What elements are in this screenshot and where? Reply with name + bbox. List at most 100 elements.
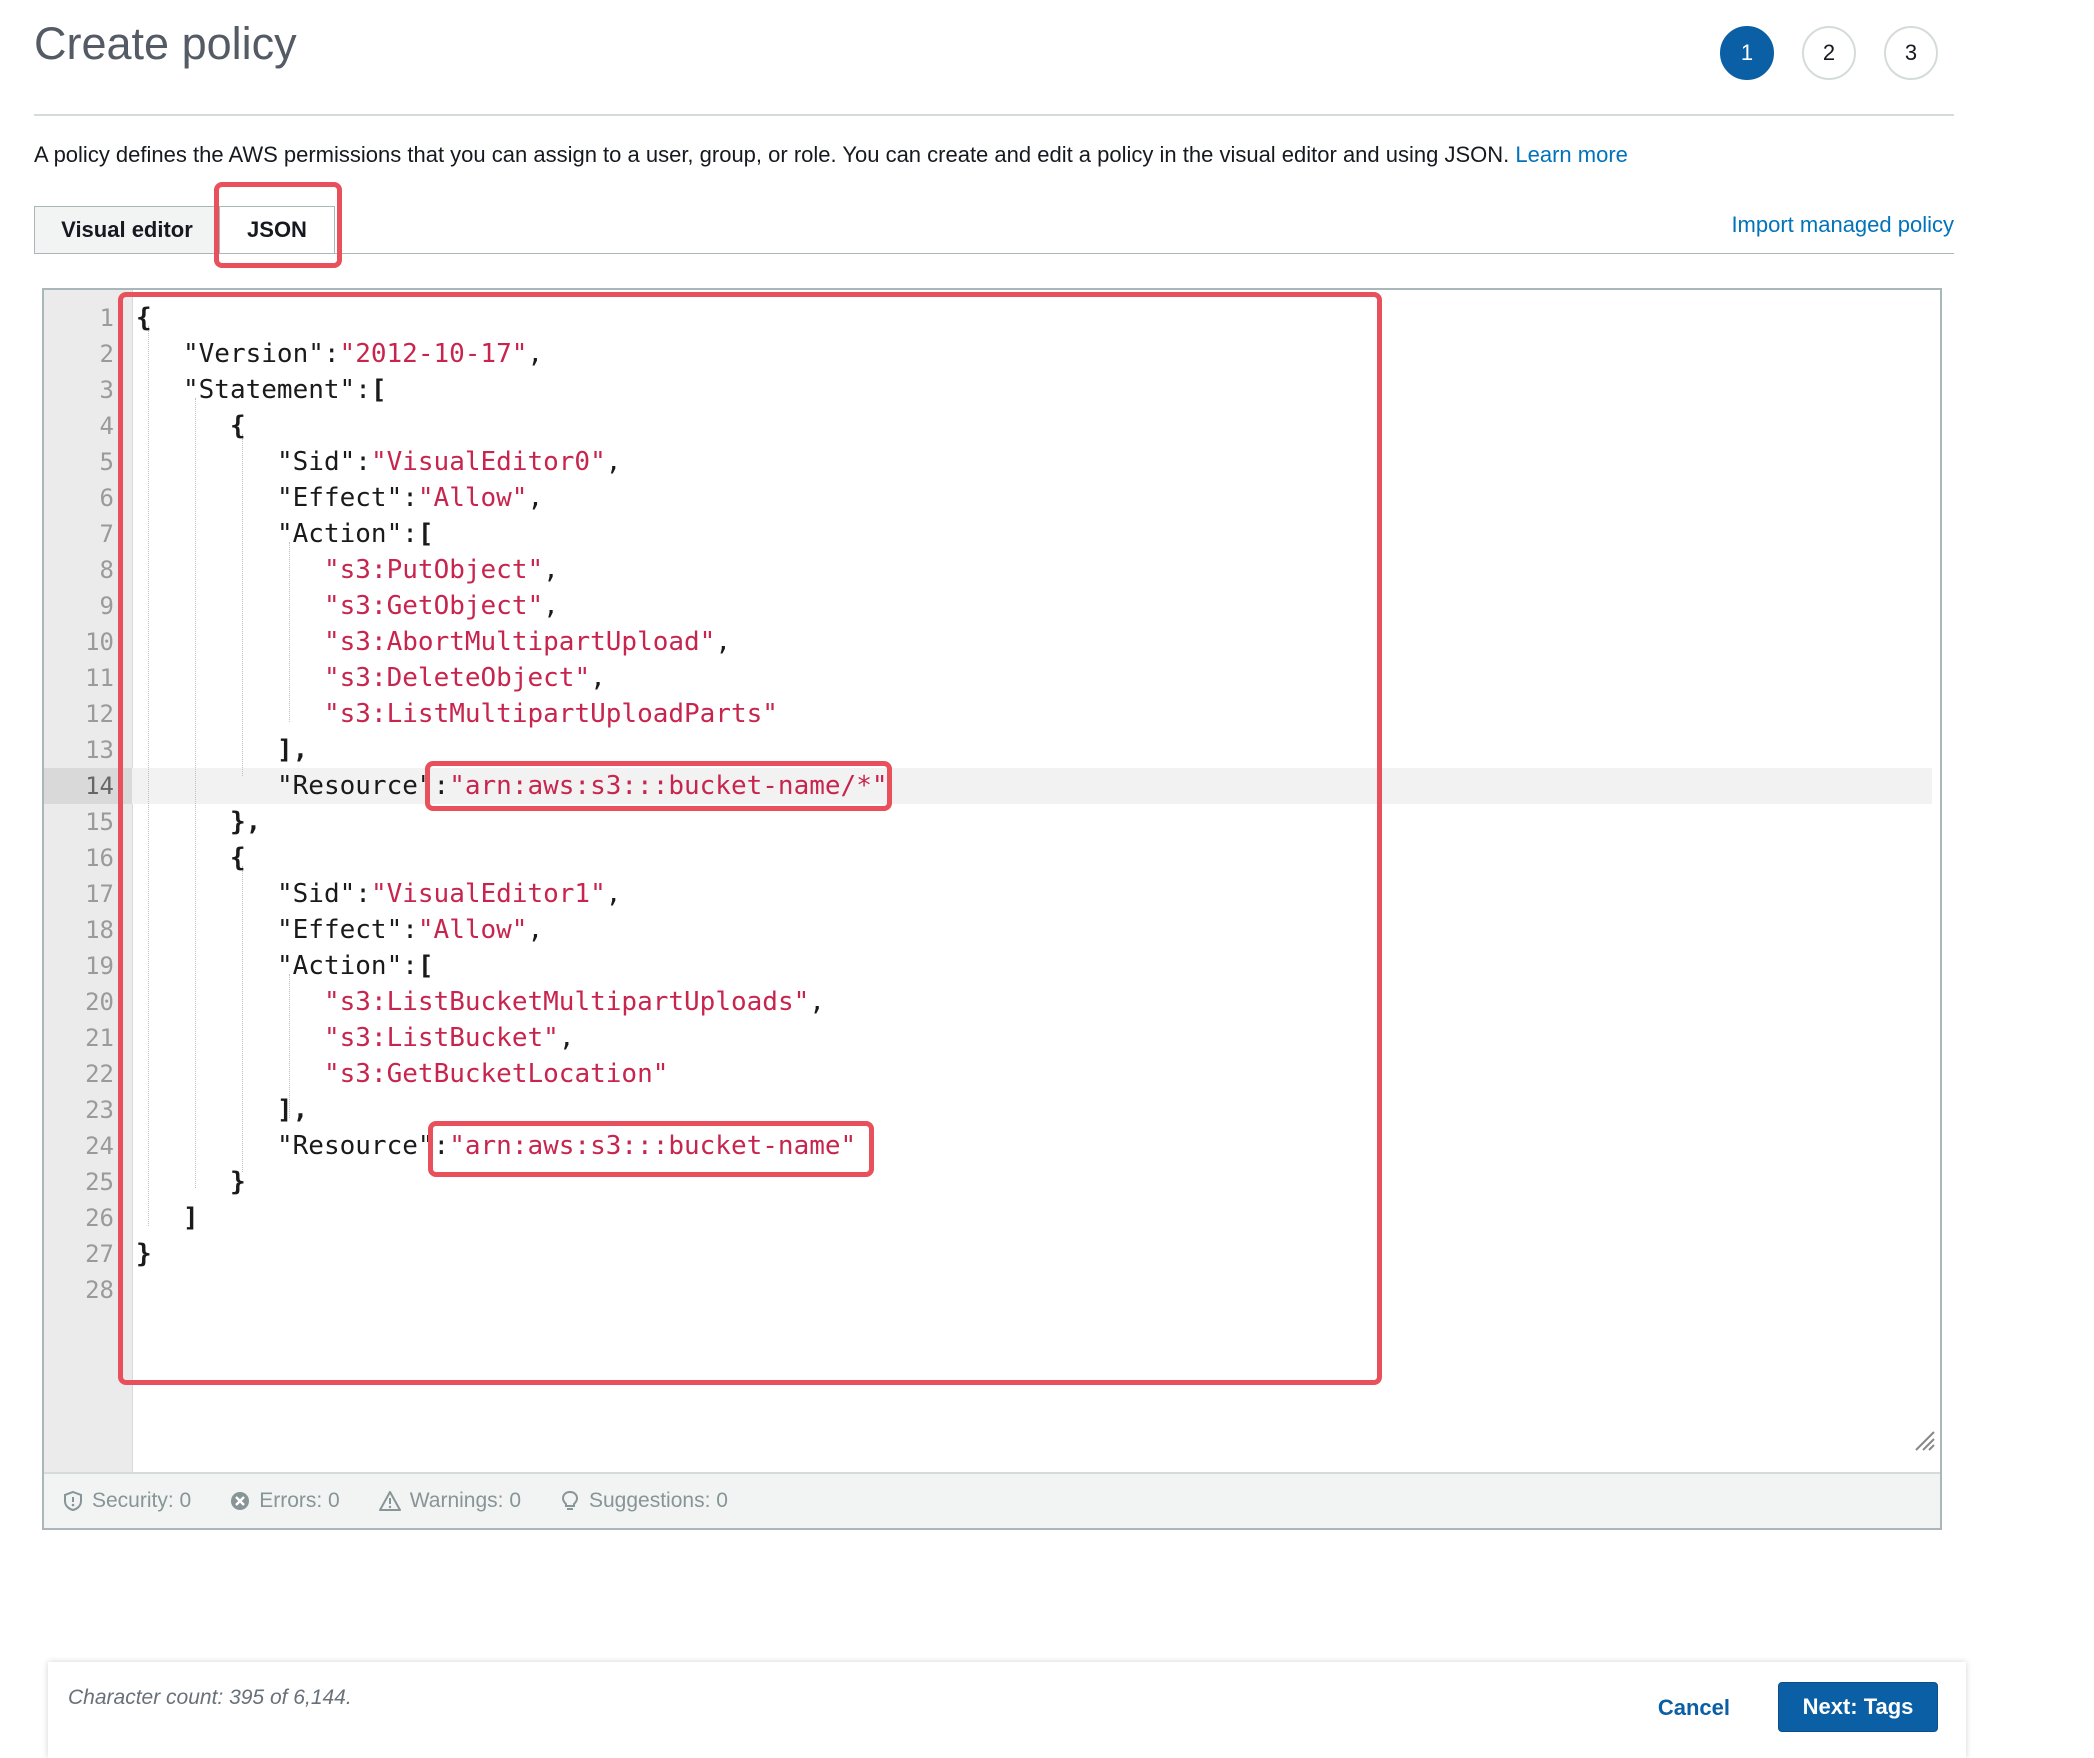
code-line-21: "s3:ListBucket",: [324, 1023, 575, 1053]
string-token: "s3:PutObject": [324, 555, 544, 585]
line-number: 19: [85, 952, 114, 980]
line-number: 7: [99, 520, 114, 548]
line-number: 15: [85, 808, 114, 836]
key-token: "Resource": [277, 1131, 434, 1161]
warning-icon: [378, 1491, 401, 1511]
key-token: "Action": [277, 951, 403, 981]
string-token: "s3:GetObject": [324, 591, 544, 621]
string-token: "s3:AbortMultipartUpload": [324, 627, 716, 657]
brace-token: }: [230, 1167, 246, 1197]
code-line-25: }: [230, 1164, 246, 1200]
tab-json[interactable]: JSON: [219, 206, 335, 254]
line-number: 4: [99, 412, 114, 440]
line-number: 16: [85, 844, 114, 872]
next-tags-button[interactable]: Next: Tags: [1778, 1682, 1938, 1732]
code-line-15: },: [230, 804, 261, 840]
code-line-10: "s3:AbortMultipartUpload",: [324, 627, 731, 657]
bracket-token: ],: [277, 1095, 309, 1125]
import-managed-policy-link[interactable]: Import managed policy: [1731, 212, 1954, 237]
cancel-button[interactable]: Cancel: [1652, 1694, 1736, 1722]
validation-status-bar: Security: 0 Errors: 0 Warnings: 0 Sugg: [44, 1472, 1940, 1528]
line-number: 18: [85, 916, 114, 944]
code-line-11: "s3:DeleteObject",: [324, 663, 606, 693]
security-count[interactable]: Security: 0: [62, 1489, 191, 1513]
code-line-2: "Version":"2012-10-17",: [183, 339, 544, 369]
code-line-5: "Sid":"VisualEditor0",: [277, 447, 622, 477]
line-number: 11: [85, 664, 114, 692]
bracket-token: [: [417, 951, 434, 981]
step-indicator: 1 2 3: [1720, 26, 1938, 80]
code-line-6: "Effect":"Allow",: [277, 483, 544, 513]
editor-tabs: Visual editor JSON: [34, 206, 335, 254]
page-title: Create policy: [34, 18, 297, 69]
resource-value-2: "arn:aws:s3:::bucket-name": [449, 1131, 857, 1161]
json-editor[interactable]: 1 2 3 4 5 6 7 8 9 10 11 12 13 14 15 16 1…: [42, 288, 1942, 1530]
suggestions-count[interactable]: Suggestions: 0: [559, 1489, 728, 1513]
code-line-17: "Sid":"VisualEditor1",: [277, 879, 622, 909]
indent-guide: [195, 398, 196, 1188]
tab-visual-editor[interactable]: Visual editor: [34, 206, 220, 254]
description-text: A policy defines the AWS permissions tha…: [34, 142, 1510, 167]
key-token: "Sid": [277, 447, 356, 477]
tab-divider: [34, 253, 1954, 254]
code-line-18: "Effect":"Allow",: [277, 915, 544, 945]
line-number: 8: [99, 556, 114, 584]
indent-guide: [289, 974, 290, 1118]
step-1: 1: [1720, 26, 1774, 80]
step-2: 2: [1802, 26, 1856, 80]
string-token: "s3:ListMultipartUploadParts": [324, 699, 778, 729]
code-line-22: "s3:GetBucketLocation": [324, 1056, 668, 1092]
brace-token: {: [230, 411, 246, 441]
line-number: 6: [99, 484, 114, 512]
code-line-16: {: [230, 840, 246, 876]
line-number: 3: [99, 376, 114, 404]
resize-handle-icon[interactable]: [1914, 1430, 1936, 1452]
line-number: 21: [85, 1024, 114, 1052]
line-number: 2: [99, 340, 114, 368]
bracket-token: ],: [277, 735, 309, 765]
brace-token: {: [136, 303, 152, 333]
line-number: 1: [99, 304, 114, 332]
lightbulb-icon: [561, 1490, 579, 1510]
line-number: 26: [85, 1204, 114, 1232]
code-line-4: {: [230, 408, 246, 444]
line-number: 9: [99, 592, 114, 620]
code-line-9: "s3:GetObject",: [324, 591, 559, 621]
security-label: Security: 0: [92, 1489, 192, 1512]
line-number: 28: [85, 1276, 114, 1304]
code-line-20: "s3:ListBucketMultipartUploads",: [324, 987, 825, 1017]
active-line-highlight: [132, 768, 1932, 804]
line-number: 23: [85, 1096, 114, 1124]
code-line-24: "Resource":"arn:aws:s3:::bucket-name": [277, 1131, 857, 1161]
bracket-token: [: [370, 375, 387, 405]
bracket-token: ]: [183, 1203, 199, 1233]
warnings-label: Warnings: 0: [409, 1489, 521, 1512]
key-token: "Version": [183, 339, 324, 369]
string-token: "Allow": [417, 915, 528, 945]
line-number: 24: [85, 1132, 114, 1160]
shield-icon: [64, 1490, 82, 1512]
step-3: 3: [1884, 26, 1938, 80]
indent-guide: [289, 542, 290, 722]
brace-token: }: [136, 1239, 152, 1269]
string-token: "s3:DeleteObject": [324, 663, 591, 693]
title-divider: [34, 114, 1954, 116]
footer-bar: Character count: 395 of 6,144. Cancel Ne…: [48, 1662, 1966, 1758]
learn-more-link[interactable]: Learn more: [1515, 142, 1628, 167]
code-line-14: "Resource":"arn:aws:s3:::bucket-name/*": [277, 771, 888, 801]
code-line-7: "Action":[: [277, 519, 434, 549]
code-line-1: {: [136, 300, 152, 336]
errors-label: Errors: 0: [259, 1489, 340, 1512]
errors-count[interactable]: Errors: 0: [229, 1489, 340, 1513]
key-token: "Resource": [277, 771, 434, 801]
warnings-count[interactable]: Warnings: 0: [378, 1489, 521, 1513]
string-token: "2012-10-17": [339, 339, 528, 369]
line-number: 12: [85, 700, 114, 728]
indent-guide: [242, 434, 243, 776]
line-number: 5: [99, 448, 114, 476]
line-number: 17: [85, 880, 114, 908]
code-line-12: "s3:ListMultipartUploadParts": [324, 696, 778, 732]
line-number-gutter: 1 2 3 4 5 6 7 8 9 10 11 12 13 14 15 16 1…: [44, 290, 133, 1528]
string-token: "Allow": [417, 483, 528, 513]
bracket-token: [: [417, 519, 434, 549]
